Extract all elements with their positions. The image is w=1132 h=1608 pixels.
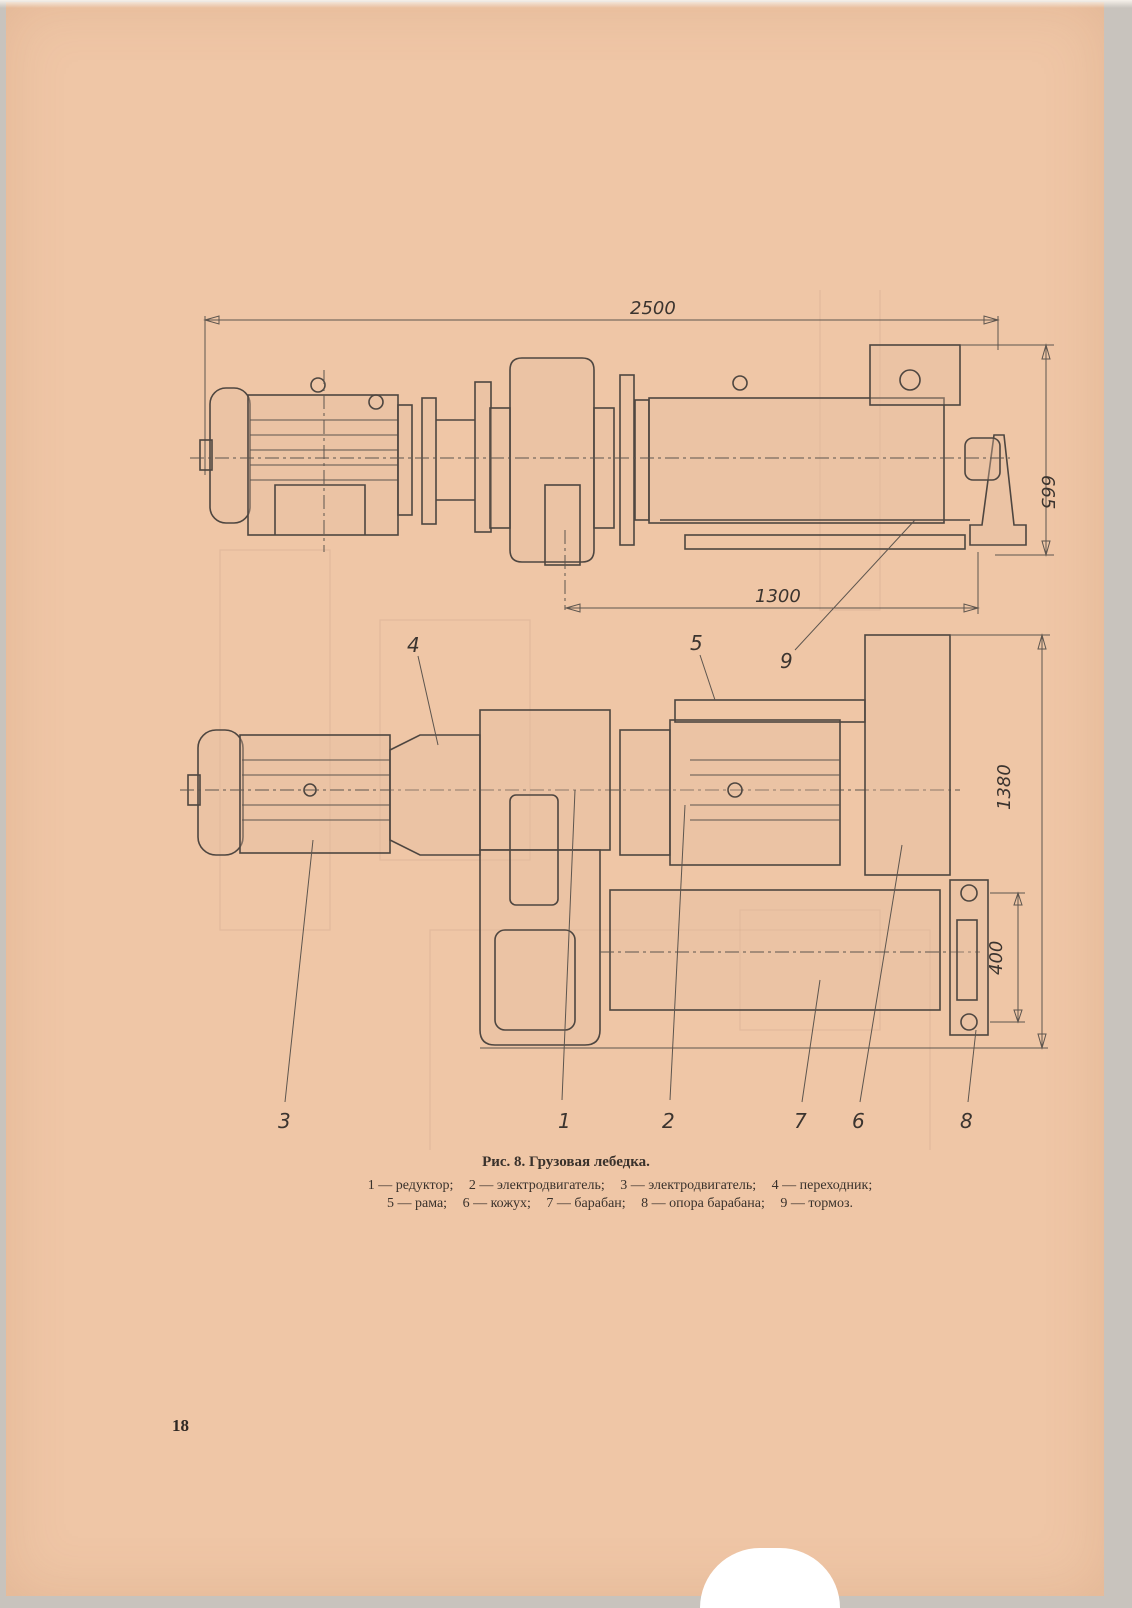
callout-1: 1 bbox=[558, 1109, 571, 1133]
dim-400: 400 bbox=[986, 941, 1007, 975]
legend-item-7: 7 — барабан; bbox=[546, 1196, 626, 1211]
legend-item-8: 8 — опора барабана; bbox=[641, 1196, 765, 1211]
legend-item-1: 1 — редуктор; bbox=[367, 1178, 454, 1193]
page-number: 18 bbox=[172, 1416, 189, 1435]
legend-item-9: 9 — тормоз. bbox=[780, 1196, 853, 1211]
winch-technical-drawing: 2500 bbox=[180, 290, 1080, 1150]
paper-page bbox=[6, 2, 1104, 1596]
figure-caption-title: Рис. 8. Грузовая лебедка. bbox=[482, 1154, 650, 1170]
callout-7: 7 bbox=[794, 1109, 807, 1133]
legend-row: 5 — рама; 6 — кожух; 7 — барабан; 8 — оп… bbox=[250, 1195, 990, 1213]
callout-5: 5 bbox=[690, 631, 703, 655]
legend-item-2: 2 — электродвигатель; bbox=[468, 1178, 605, 1193]
dim-665: 665 bbox=[1037, 475, 1058, 509]
figure-legend: 1 — редуктор; 2 — электродвигатель; 3 — … bbox=[250, 1177, 990, 1213]
legend-row: 1 — редуктор; 2 — электродвигатель; 3 — … bbox=[250, 1177, 990, 1195]
callout-3: 3 bbox=[278, 1109, 291, 1133]
legend-item-3: 3 — электродвигатель; bbox=[620, 1178, 757, 1193]
legend-item-5: 5 — рама; bbox=[386, 1196, 448, 1211]
legend-item-4: 4 — переходник; bbox=[771, 1178, 873, 1193]
callout-2: 2 bbox=[662, 1109, 675, 1133]
callout-6: 6 bbox=[852, 1109, 865, 1133]
callout-4: 4 bbox=[407, 633, 420, 657]
bleed-through-ghost bbox=[219, 290, 931, 1150]
plan-view: 1380 400 4 5 3 1 2 7 6 8 bbox=[180, 631, 1050, 1133]
dim-1380: 1380 bbox=[994, 764, 1015, 810]
dim-1300: 1300 bbox=[755, 586, 801, 607]
paper-top-edge bbox=[0, 0, 1132, 8]
callout-9: 9 bbox=[780, 649, 793, 673]
elevation-view: 2500 bbox=[190, 298, 1058, 673]
dim-2500: 2500 bbox=[630, 298, 676, 319]
legend-item-6: 6 — кожух; bbox=[462, 1196, 531, 1211]
callout-8: 8 bbox=[960, 1109, 973, 1133]
